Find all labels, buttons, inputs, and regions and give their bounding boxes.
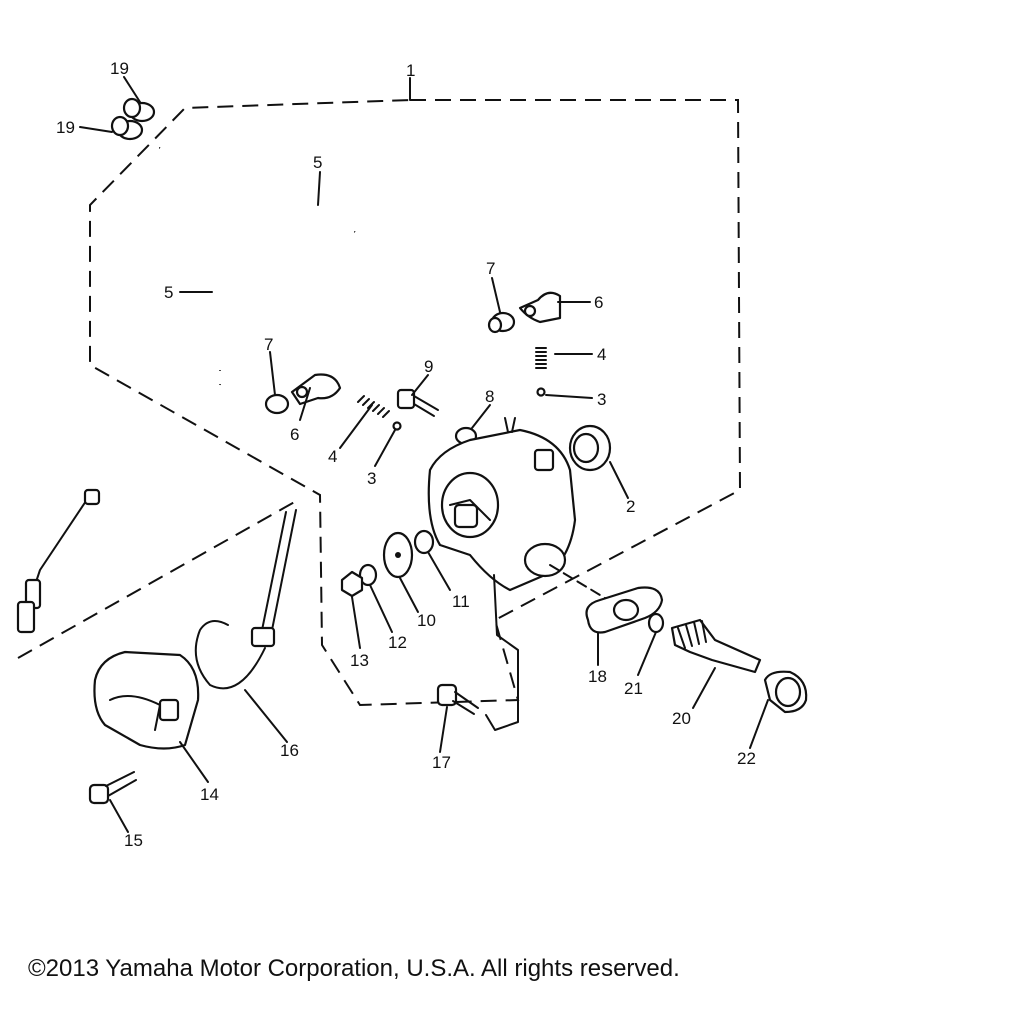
check-ball-3-right [536,387,546,397]
label-3-left: 3 [367,469,376,488]
nut-13 [340,570,364,598]
pump-cover-14 [93,650,200,750]
label-11: 11 [452,592,470,611]
label-7-right: 7 [486,259,495,278]
label-14: 14 [200,785,219,804]
label-12: 12 [388,633,407,652]
cable-16 [194,509,297,690]
bolt-15 [88,771,137,805]
label-4-left: 4 [328,447,337,466]
label-10: 10 [417,611,436,630]
assembly-boundary [89,99,742,707]
label-9: 9 [424,357,433,376]
label-19-bottom: 19 [56,118,75,137]
clip-7-left [264,393,290,415]
spring-4-left [357,395,390,418]
washer-21 [647,612,665,634]
oil-pump-body [427,417,577,592]
oil-hose-upper [171,128,498,345]
label-5-left: 5 [164,283,173,302]
label-16: 16 [280,741,299,760]
copyright-notice: ©2013 Yamaha Motor Corporation, U.S.A. A… [28,955,680,982]
label-17: 17 [432,753,451,772]
label-5-top: 5 [313,153,322,172]
parts-diagram: 1 19 19 5 5 7 6 4 3 7 9 8 6 4 3 2 11 10 … [16,59,808,850]
oil-seal-2 [568,424,612,472]
washer-11 [413,529,435,555]
bolt-17 [436,683,479,715]
spring-4-right [535,347,547,369]
label-22: 22 [737,749,756,768]
label-21: 21 [624,679,643,698]
label-19-top: 19 [110,59,129,78]
washer-12 [358,563,378,587]
cable-end-left [16,488,101,634]
divider-line [17,499,299,659]
hose-clamp-19-top [122,97,156,123]
label-4-right: 4 [597,345,606,364]
label-6-left: 6 [290,425,299,444]
bolt-9 [396,388,439,417]
oil-hose-left [158,144,271,425]
clip-7-right [487,311,516,334]
label-13: 13 [350,651,369,670]
label-15: 15 [124,831,143,850]
drive-gear-20 [670,618,762,674]
check-ball-3-left [392,421,402,431]
fitting-6-left [290,373,342,406]
label-6-right: 6 [594,293,603,312]
part-labels: 1 19 19 5 5 7 6 4 3 7 9 8 6 4 3 2 11 10 … [56,59,756,850]
fitting-6-right [518,291,562,324]
bushing-22 [763,670,808,714]
label-3-right: 3 [597,390,606,409]
label-1: 1 [406,61,415,80]
hose-clamp-19-bottom [110,115,144,141]
label-8: 8 [485,387,494,406]
label-20: 20 [672,709,691,728]
label-2: 2 [626,497,635,516]
leader-lines [79,76,769,833]
label-7-left: 7 [264,335,273,354]
plate-10 [382,531,414,579]
label-18: 18 [588,667,607,686]
